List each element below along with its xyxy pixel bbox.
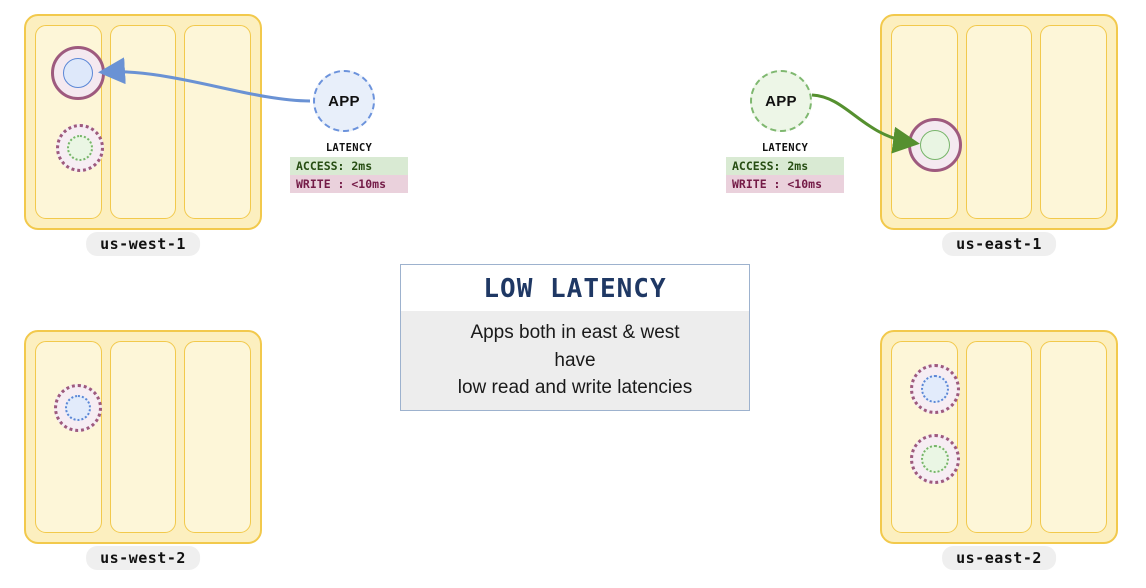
node-dotted-blue[interactable] — [910, 364, 960, 414]
latency-box-east: LATENCY ACCESS: 2ms WRITE : <10ms — [726, 142, 844, 193]
info-box-line-2: have — [554, 349, 596, 371]
region-label-us-east-1: us-east-1 — [942, 232, 1056, 256]
node-dotted-blue[interactable] — [54, 384, 102, 432]
region-us-west-2[interactable] — [24, 330, 262, 544]
node-solid-green[interactable] — [908, 118, 962, 172]
region-us-east-1[interactable] — [880, 14, 1118, 230]
node-core-blue — [63, 58, 93, 88]
app-node-west[interactable]: APP — [313, 70, 375, 132]
node-core-green — [67, 135, 93, 161]
availability-zone-2[interactable] — [109, 25, 177, 219]
node-core-green — [920, 130, 950, 160]
low-latency-info-box: LOW LATENCY Apps both in east & west hav… — [400, 264, 750, 411]
app-node-east[interactable]: APP — [750, 70, 812, 132]
app-label: APP — [765, 92, 797, 110]
node-solid-blue[interactable] — [51, 46, 105, 100]
availability-zone-2[interactable] — [965, 341, 1033, 533]
region-az-container — [891, 341, 1108, 533]
app-label: APP — [328, 92, 360, 110]
availability-zone-1[interactable] — [35, 25, 105, 219]
availability-zone-1[interactable] — [891, 25, 962, 219]
info-box-body: Apps both in east & west have low read a… — [401, 311, 749, 410]
node-dotted-green[interactable] — [56, 124, 104, 172]
latency-title: LATENCY — [325, 142, 373, 154]
region-az-container — [891, 25, 1108, 219]
availability-zone-1[interactable] — [35, 341, 102, 533]
latency-write-row: WRITE : <10ms — [290, 175, 408, 193]
node-dotted-green[interactable] — [910, 434, 960, 484]
node-core-blue — [921, 375, 949, 403]
availability-zone-3[interactable] — [184, 341, 252, 533]
availability-zone-1[interactable] — [891, 341, 960, 533]
latency-box-west: LATENCY ACCESS: 2ms WRITE : <10ms — [290, 142, 408, 193]
availability-zone-3[interactable] — [1040, 341, 1108, 533]
latency-access-row: ACCESS: 2ms — [290, 157, 408, 175]
region-us-west-1[interactable] — [24, 14, 262, 230]
info-box-line-3: low read and write latencies — [457, 377, 693, 399]
region-az-container — [35, 25, 252, 219]
node-core-blue — [65, 395, 91, 421]
latency-write-row: WRITE : <10ms — [726, 175, 844, 193]
latency-access-row: ACCESS: 2ms — [726, 157, 844, 175]
region-az-container — [35, 341, 252, 533]
region-us-east-2[interactable] — [880, 330, 1118, 544]
region-label-us-west-1: us-west-1 — [86, 232, 200, 256]
availability-zone-2[interactable] — [109, 341, 177, 533]
latency-title: LATENCY — [761, 142, 809, 154]
availability-zone-3[interactable] — [1040, 25, 1108, 219]
info-box-line-1: Apps both in east & west — [470, 322, 680, 344]
node-core-green — [921, 445, 949, 473]
region-label-us-east-2: us-east-2 — [942, 546, 1056, 570]
availability-zone-2[interactable] — [965, 25, 1033, 219]
availability-zone-3[interactable] — [184, 25, 252, 219]
info-box-title: LOW LATENCY — [401, 265, 749, 311]
region-label-us-west-2: us-west-2 — [86, 546, 200, 570]
